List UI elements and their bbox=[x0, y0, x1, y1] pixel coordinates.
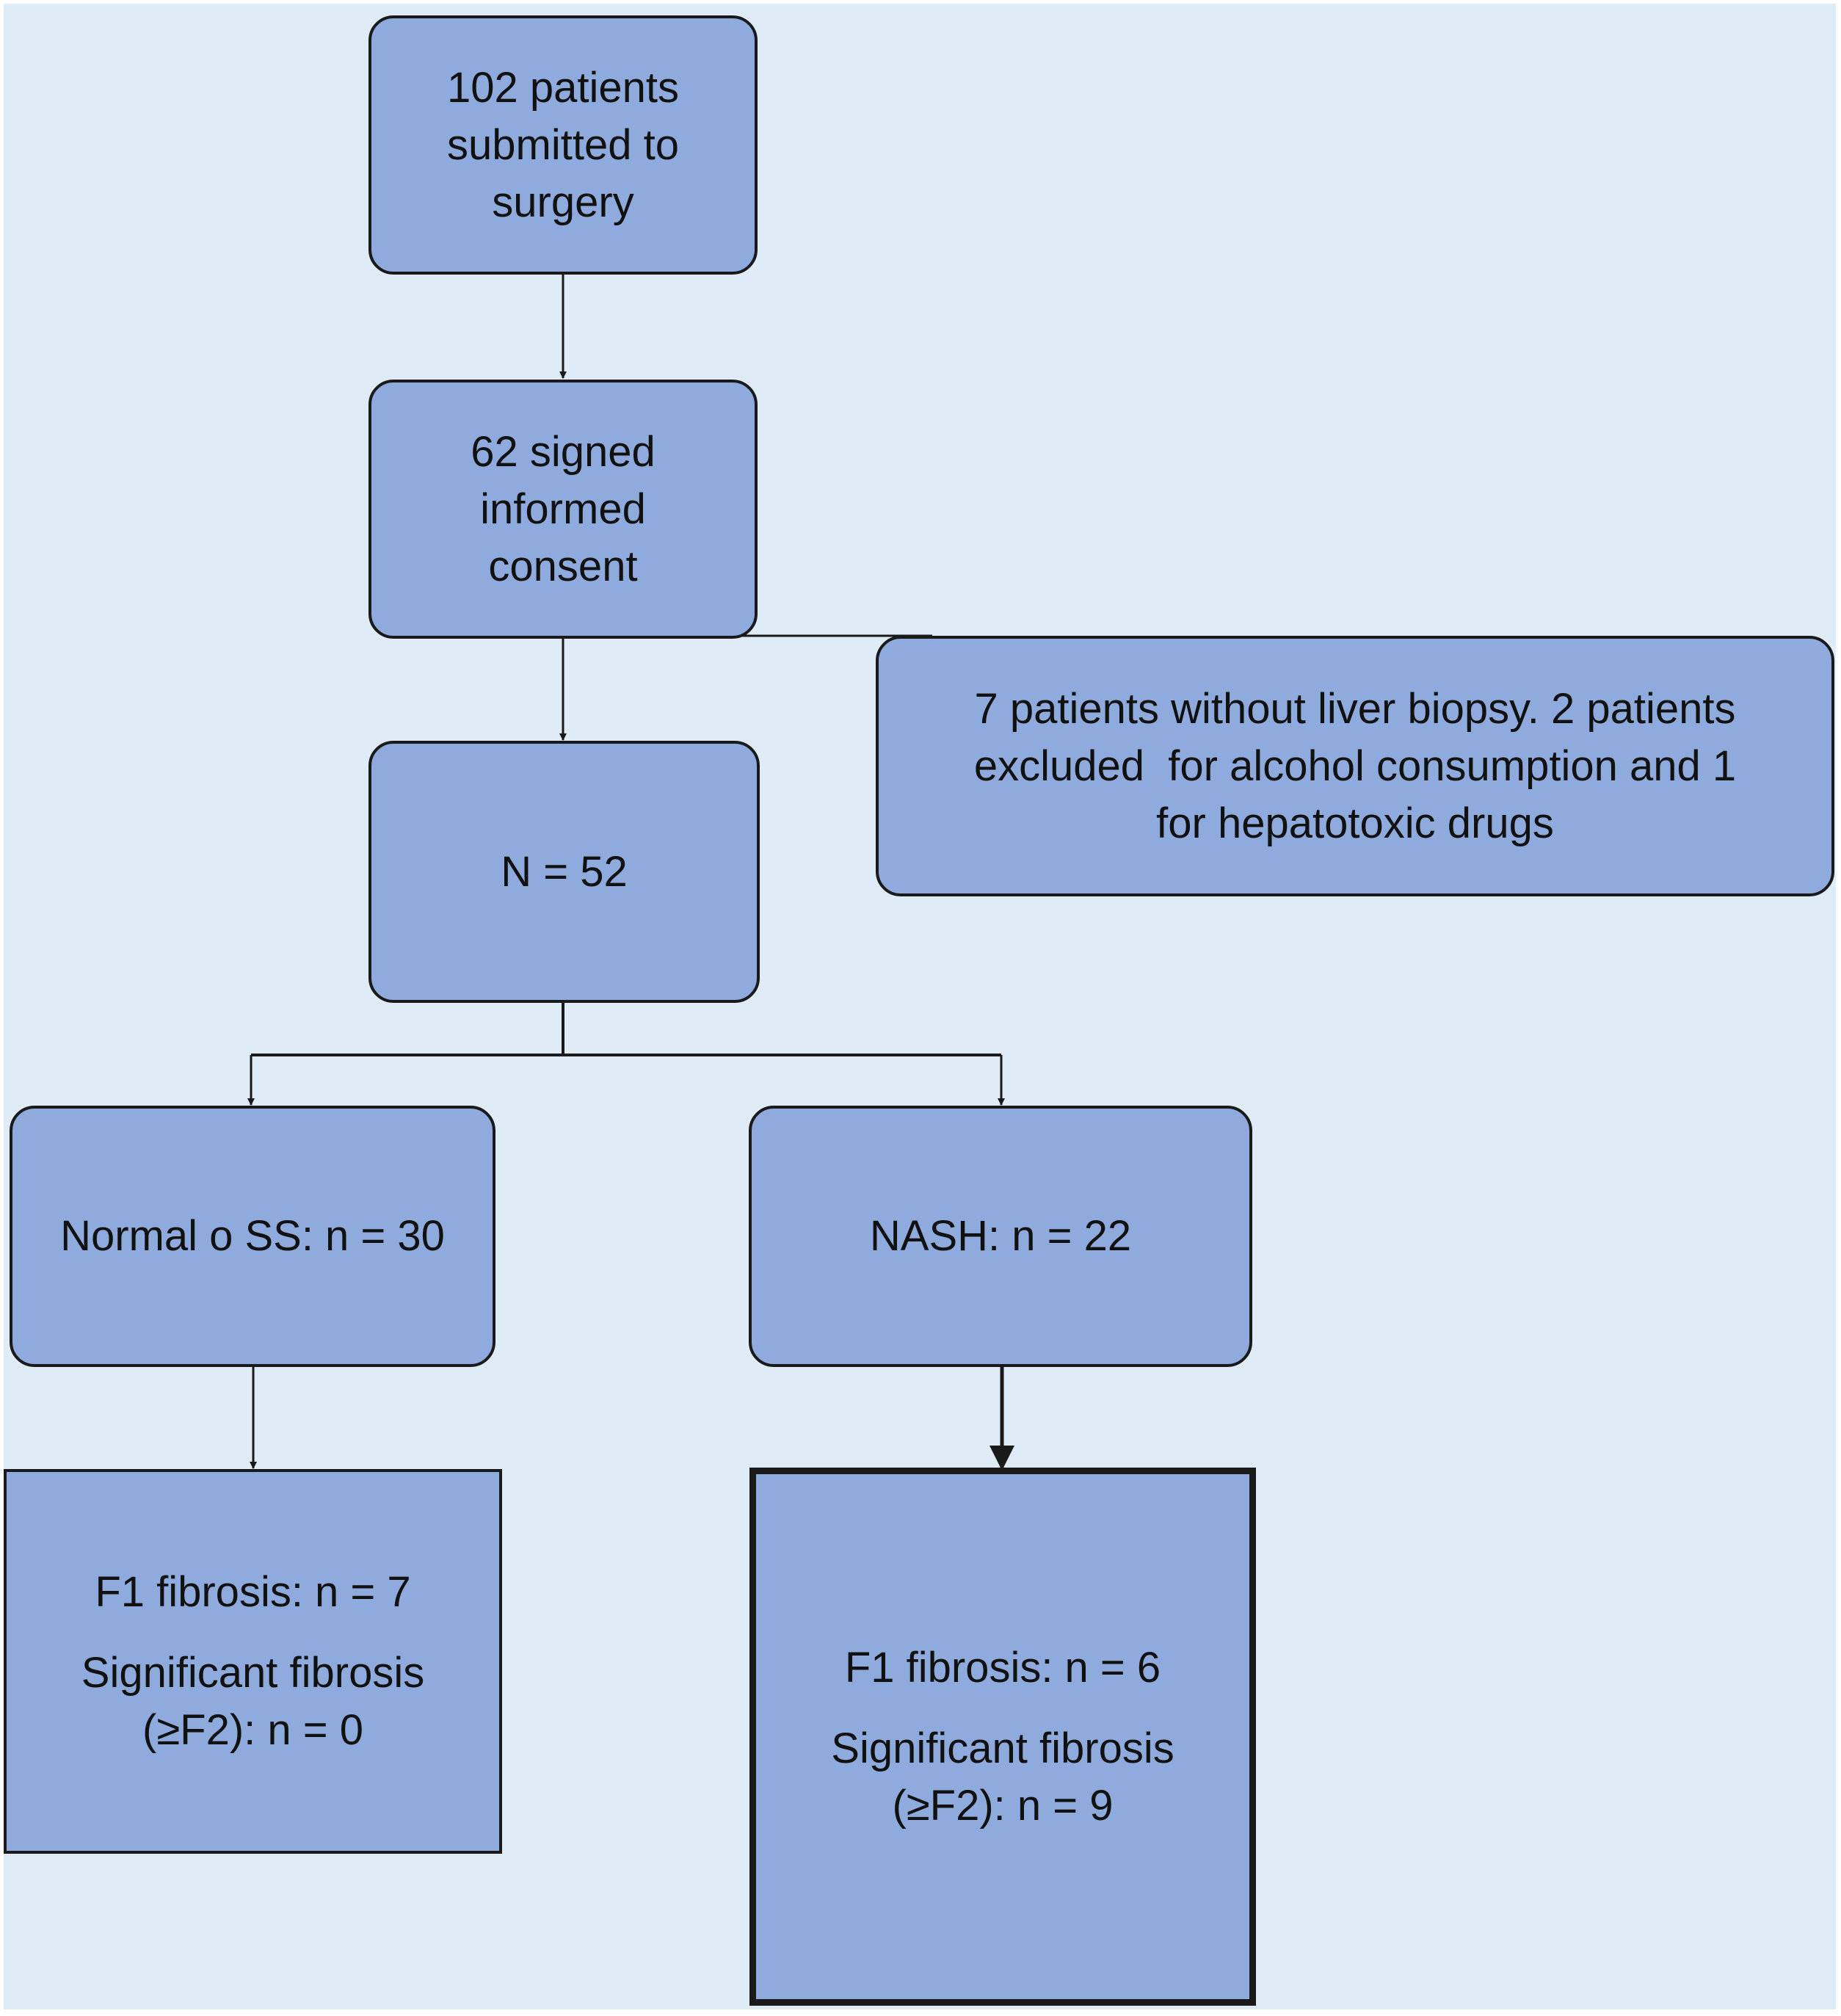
node-total: N = 52 bbox=[368, 741, 760, 1003]
node-exclusion-line-2: excluded for alcohol consumption and 1 bbox=[973, 742, 1737, 790]
node-surgery-line-2: submitted to bbox=[447, 120, 679, 169]
node-consent: 62 signed informed consent bbox=[368, 380, 758, 639]
normal-significant-fibrosis-line-1: Significant fibrosis bbox=[81, 1649, 425, 1697]
normal-significant-fibrosis-line-2: (≥F2): n = 0 bbox=[142, 1706, 363, 1754]
node-consent-line-3: consent bbox=[488, 542, 638, 590]
node-nash-fibrosis: F1 fibrosis: n = 6 Significant fibrosis … bbox=[749, 1468, 1256, 2006]
node-total-line-1: N = 52 bbox=[501, 847, 628, 896]
nash-f1-fibrosis: F1 fibrosis: n = 6 bbox=[844, 1643, 1161, 1692]
node-nash-line-1: NASH: n = 22 bbox=[869, 1212, 1132, 1260]
nash-significant-fibrosis-line-1: Significant fibrosis bbox=[831, 1724, 1174, 1772]
node-exclusion-line-3: for hepatotoxic drugs bbox=[1156, 799, 1554, 847]
node-normal: Normal o SS: n = 30 bbox=[10, 1106, 495, 1367]
node-exclusion-line-1: 7 patients without liver biopsy. 2 patie… bbox=[974, 684, 1736, 733]
node-surgery-line-1: 102 patients bbox=[446, 63, 680, 112]
node-consent-line-2: informed bbox=[480, 485, 646, 533]
normal-f1-fibrosis: F1 fibrosis: n = 7 bbox=[95, 1568, 411, 1616]
node-consent-line-1: 62 signed bbox=[471, 427, 656, 476]
node-surgery: 102 patients submitted to surgery bbox=[368, 15, 758, 275]
node-exclusion: 7 patients without liver biopsy. 2 patie… bbox=[876, 636, 1834, 896]
node-normal-line-1: Normal o SS: n = 30 bbox=[60, 1212, 445, 1260]
nash-significant-fibrosis-line-2: (≥F2): n = 9 bbox=[892, 1781, 1114, 1830]
node-surgery-line-3: surgery bbox=[492, 178, 634, 226]
node-nash: NASH: n = 22 bbox=[749, 1106, 1252, 1367]
node-normal-fibrosis: F1 fibrosis: n = 7 Significant fibrosis … bbox=[4, 1469, 502, 1854]
